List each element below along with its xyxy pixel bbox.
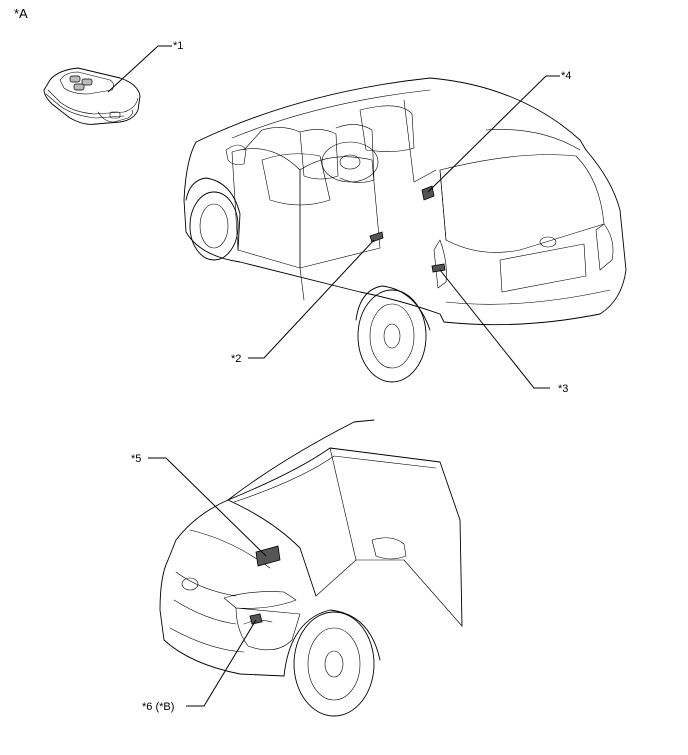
component-3 xyxy=(431,263,446,273)
rear-vehicle-illustration xyxy=(183,77,627,383)
leader-line-2 xyxy=(248,239,375,359)
leader-line-1 xyxy=(107,45,172,93)
leader-line-3 xyxy=(439,269,550,389)
callout-6: *6 (*B) xyxy=(142,701,174,713)
front-vehicle-illustration xyxy=(159,419,463,717)
component-2 xyxy=(369,231,384,243)
leader-line-5 xyxy=(148,457,267,557)
callout-2: *2 xyxy=(231,353,241,365)
component-6 xyxy=(249,613,263,625)
callout-3: *3 xyxy=(558,383,568,395)
leader-line-4 xyxy=(427,75,560,193)
callout-1: *1 xyxy=(173,40,183,52)
callout-4: *4 xyxy=(561,70,571,82)
callout-5: *5 xyxy=(131,453,141,465)
leader-line-6 xyxy=(186,619,257,707)
component-5 xyxy=(255,545,281,567)
view-label: *A xyxy=(14,6,28,21)
key-fob-illustration xyxy=(43,67,141,125)
